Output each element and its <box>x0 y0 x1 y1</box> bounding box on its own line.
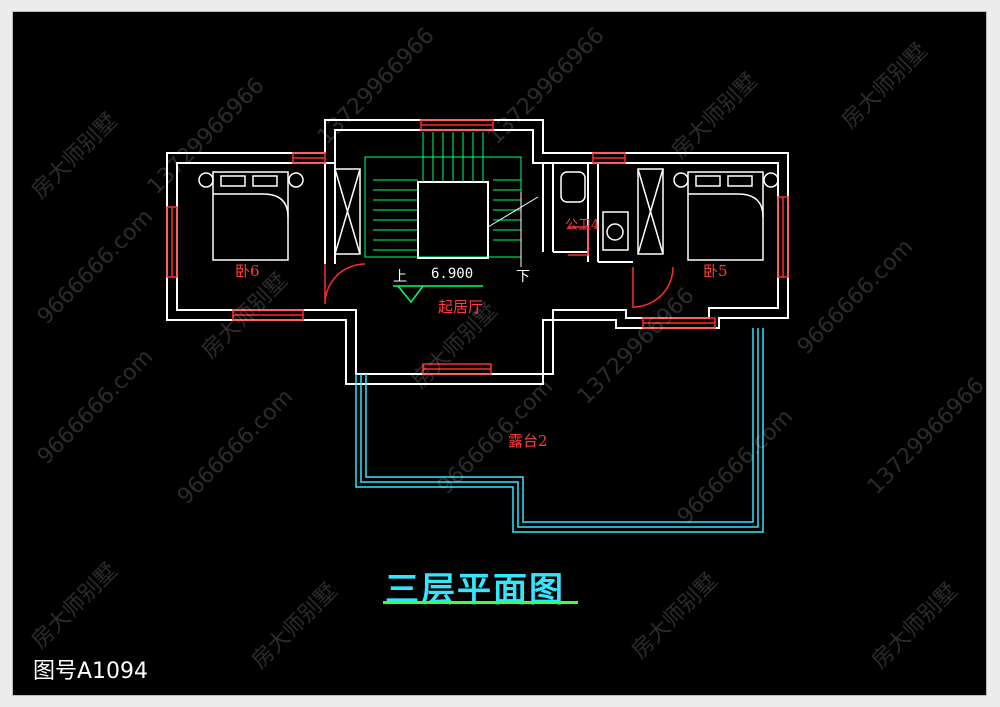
room-label-bedroom6: 卧6 <box>235 262 260 280</box>
staircase <box>364 132 539 267</box>
room-label-living: 起居厅 <box>438 298 484 316</box>
floor-plan <box>166 119 789 533</box>
doors <box>324 226 674 308</box>
terrace-outline <box>355 328 764 533</box>
elevation-value: 6.900 <box>431 266 474 282</box>
stair-down-label: 下 <box>516 269 530 285</box>
cad-canvas: 卧6 卧5 起居厅 公卫4 露台2 6.900 上 下 三层平面图 图号A109… <box>13 12 986 695</box>
bed-right <box>673 171 779 261</box>
title-underline <box>383 601 578 604</box>
wardrobes <box>334 168 664 255</box>
room-label-bath: 公卫4 <box>565 218 600 233</box>
exterior-walls <box>166 119 789 385</box>
bed-left <box>198 171 304 261</box>
room-label-terrace: 露台2 <box>508 432 548 450</box>
drawing-number: 图号A1094 <box>33 659 149 684</box>
stair-up-label: 上 <box>393 269 407 285</box>
windows <box>166 119 789 375</box>
bath-fixtures <box>560 171 629 251</box>
elevation-marker <box>393 285 483 304</box>
room-label-bedroom5: 卧5 <box>703 262 728 280</box>
